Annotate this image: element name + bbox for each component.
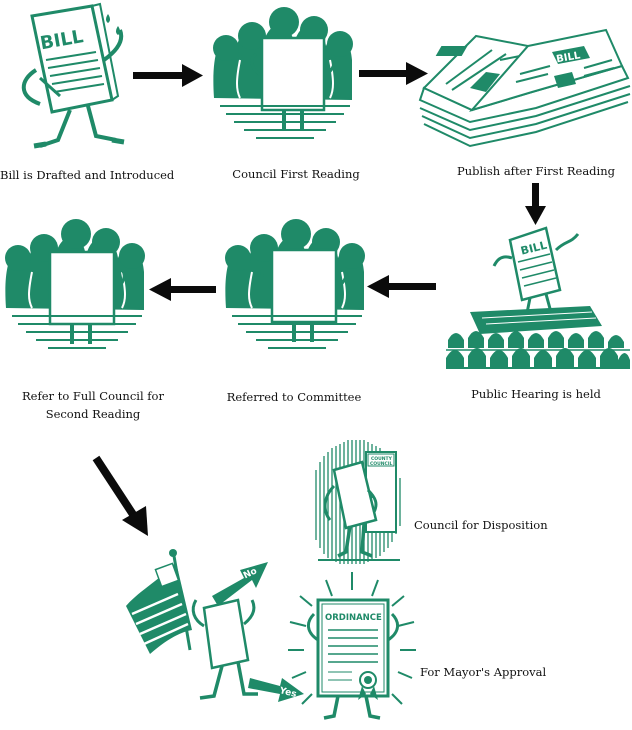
ordinance-icon: ORDINANCE bbox=[288, 572, 416, 720]
newspaper-bill-label: BILL bbox=[556, 50, 582, 65]
hearing-bill-label: BILL bbox=[519, 239, 548, 258]
door-label-2: COUNCIL bbox=[370, 461, 393, 467]
council-door-icon: COUNTY COUNCIL bbox=[315, 440, 401, 564]
full-council-icon bbox=[5, 219, 145, 349]
step-caption-public-hearing: Public Hearing is held bbox=[471, 387, 601, 401]
arrow-left-icon bbox=[149, 278, 216, 301]
door-label-1: COUNTY bbox=[371, 456, 393, 462]
bill-character-icon: BILL bbox=[21, 2, 125, 149]
step-caption-drafted: Bill is Drafted and Introduced bbox=[0, 168, 175, 182]
arrow-down-icon bbox=[525, 183, 546, 225]
step-caption-disposition: Council for Disposition bbox=[414, 518, 548, 532]
step-caption-first-reading: Council First Reading bbox=[232, 167, 360, 181]
vote-flag-icon bbox=[126, 549, 192, 654]
arrow-right-icon bbox=[359, 62, 428, 85]
yes-arrow-icon: Yes bbox=[248, 678, 304, 702]
vote-bill-character-icon bbox=[191, 598, 258, 700]
step-caption-full-council-line1: Refer to Full Council for bbox=[22, 389, 164, 403]
public-hearing-icon: BILL bbox=[446, 226, 630, 369]
step-caption-publish: Publish after First Reading bbox=[457, 164, 615, 178]
step-caption-mayor: For Mayor's Approval bbox=[420, 665, 547, 679]
newspaper-icon: BILL bbox=[418, 28, 631, 148]
step-caption-committee: Referred to Committee bbox=[226, 390, 362, 404]
arrow-diagonal-icon bbox=[92, 455, 148, 536]
yes-label: Yes bbox=[277, 686, 297, 700]
committee-icon bbox=[225, 219, 365, 349]
arrow-right-icon bbox=[133, 64, 203, 87]
ordinance-label: ORDINANCE bbox=[325, 613, 382, 623]
step-caption-full-council: Refer to Full Council for Second Reading bbox=[8, 388, 178, 424]
arrow-left-icon bbox=[367, 275, 436, 298]
council-reading-icon bbox=[213, 7, 353, 139]
step-caption-full-council-line2: Second Reading bbox=[45, 406, 141, 421]
no-arrow-icon: No bbox=[212, 562, 268, 606]
